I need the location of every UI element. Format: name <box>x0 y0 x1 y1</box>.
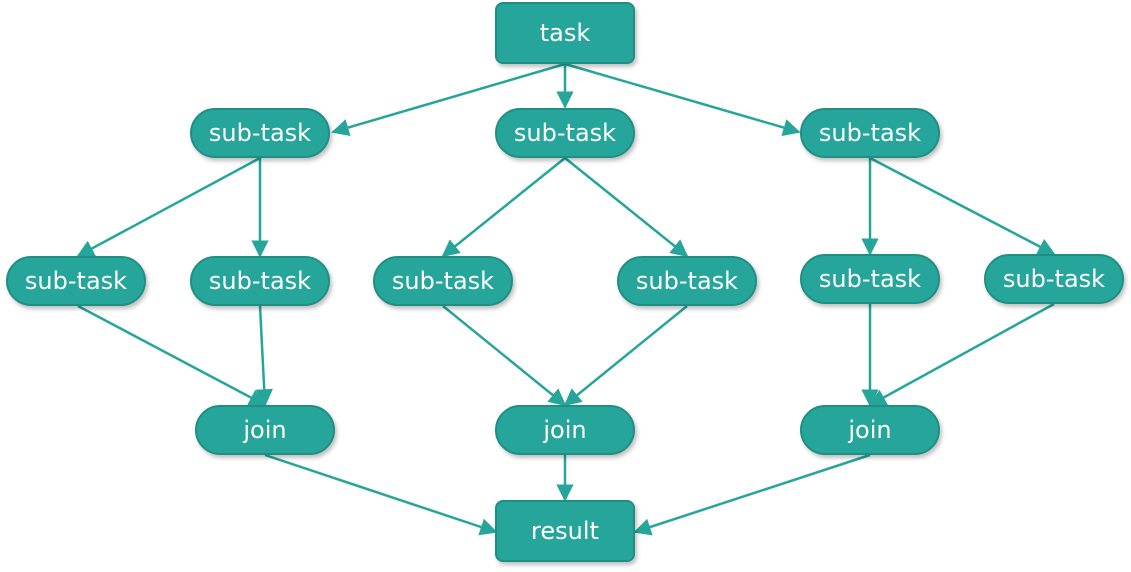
sub-task-node-c1: sub-task <box>800 254 940 304</box>
sub-task-label: sub-task <box>818 265 922 293</box>
sub-task-node-a: sub-task <box>190 108 330 158</box>
task-label: task <box>539 19 591 47</box>
sub-task-label: sub-task <box>391 267 495 295</box>
result-node: result <box>495 500 635 562</box>
sub-task-node-b: sub-task <box>495 108 635 158</box>
sub-task-label: sub-task <box>635 267 739 295</box>
sub-task-label: sub-task <box>208 267 312 295</box>
edge-sub-c-sub-c2 <box>869 156 1056 256</box>
sub-task-label: sub-task <box>24 267 128 295</box>
edge-join-c-result <box>633 453 871 536</box>
sub-task-node-b1: sub-task <box>373 256 513 306</box>
sub-task-label: sub-task <box>818 119 922 147</box>
join-label: join <box>243 416 287 444</box>
sub-task-node-c2: sub-task <box>984 254 1124 304</box>
edge-sub-b1-join-b <box>442 305 567 407</box>
join-node-a: join <box>195 405 335 455</box>
edge-sub-b-sub-b2 <box>564 157 689 258</box>
sub-task-node-c: sub-task <box>800 108 940 158</box>
result-label: result <box>531 517 599 545</box>
sub-task-node-a1: sub-task <box>6 256 146 306</box>
edge-sub-b-sub-b1 <box>441 157 566 258</box>
edge-task-sub-c <box>564 62 801 137</box>
sub-task-node-a2: sub-task <box>190 256 330 306</box>
sub-task-label: sub-task <box>1002 265 1106 293</box>
task-node: task <box>495 2 635 64</box>
join-label: join <box>543 416 587 444</box>
sub-task-label: sub-task <box>208 119 312 147</box>
join-label: join <box>848 416 892 444</box>
sub-task-node-b2: sub-task <box>617 256 757 306</box>
edge-sub-a2-join-a <box>255 305 273 407</box>
sub-task-label: sub-task <box>513 119 617 147</box>
edge-sub-b2-join-b <box>563 305 688 407</box>
join-node-c: join <box>800 405 940 455</box>
edge-sub-a-sub-a1 <box>76 156 261 258</box>
edge-sub-a1-join-a <box>77 304 267 407</box>
join-node-b: join <box>495 405 635 455</box>
edge-join-a-result <box>264 453 498 536</box>
edge-sub-c2-join-c <box>868 302 1055 407</box>
edge-task-sub-a <box>331 62 566 136</box>
